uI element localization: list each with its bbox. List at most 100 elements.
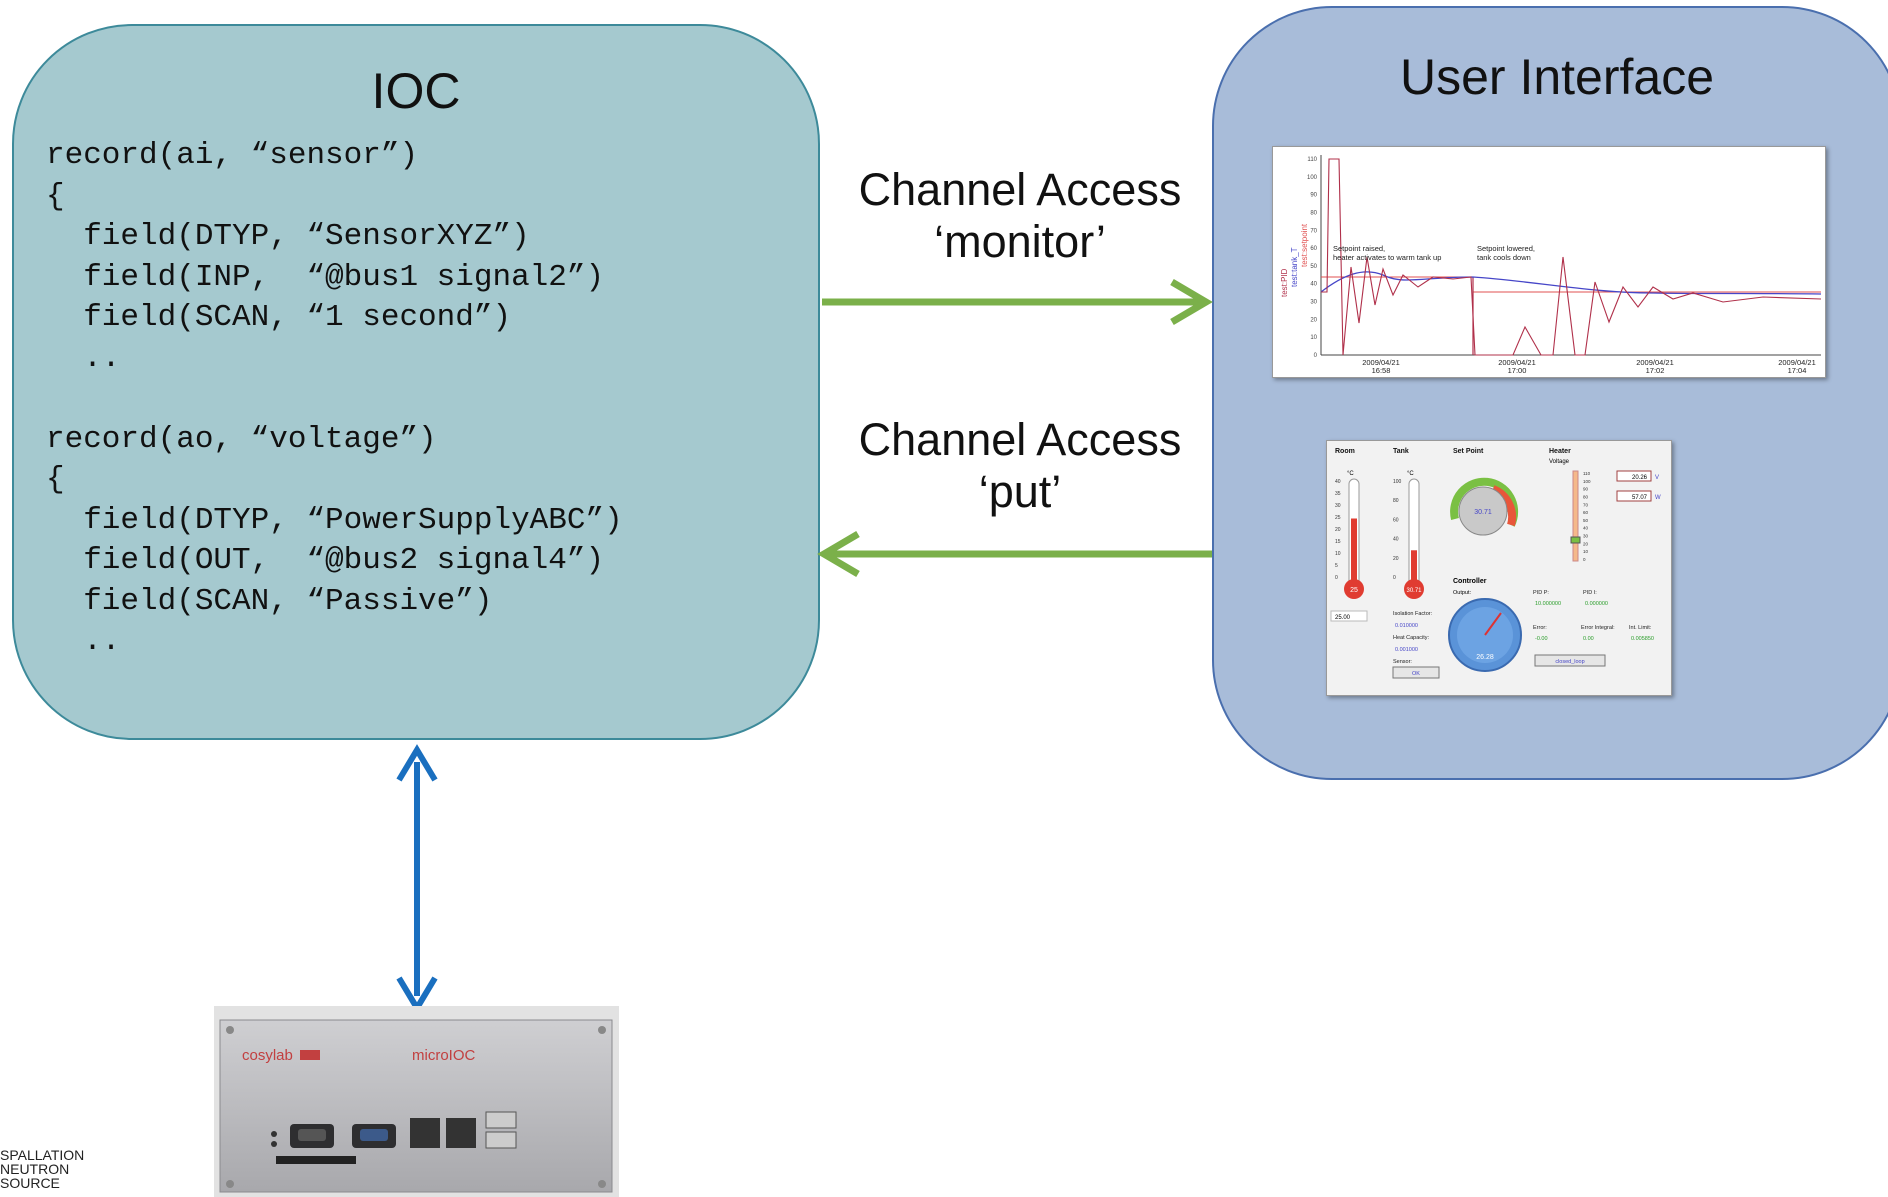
heater-scale-tick: 30: [1583, 534, 1589, 539]
room-scale-tick: 25: [1335, 515, 1341, 521]
closed-loop-label: closed_loop: [1555, 659, 1584, 665]
voltage-value: 20.26: [1632, 475, 1648, 481]
pidp-value: 10.000000: [1535, 601, 1561, 607]
room-value: 25.00: [1335, 615, 1351, 621]
room-scale-tick: 0: [1335, 575, 1338, 581]
annotation-lowered-2: tank cools down: [1477, 253, 1531, 262]
heater-scale-tick: 0: [1583, 557, 1586, 562]
setpoint-header: Set Point: [1453, 448, 1484, 455]
tank-trace: [1320, 271, 1822, 295]
sns-logo: SPALLATION NEUTRON SOURCE: [0, 1148, 84, 1190]
annotation-raised-2: heater activates to warm tank up: [1333, 253, 1441, 262]
x-date-2: 2009/04/21: [1498, 358, 1536, 367]
x-date-1: 2009/04/21: [1362, 358, 1400, 367]
heater-scale-tick: 110: [1583, 471, 1591, 476]
pidi-label: PID I:: [1583, 590, 1597, 596]
sensor-ok-button[interactable]: OK: [1392, 666, 1440, 679]
power-unit: W: [1655, 495, 1661, 501]
room-scale-tick: 20: [1335, 527, 1341, 533]
x-time-2: 17:00: [1508, 366, 1527, 375]
room-scale-tick: 40: [1335, 479, 1341, 485]
room-bulb-value: 25: [1350, 587, 1358, 594]
y-tick-label: 60: [1310, 246, 1317, 252]
output-label: Output:: [1453, 590, 1472, 596]
y-tick-label: 50: [1310, 264, 1317, 270]
heater-scale-tick: 90: [1583, 487, 1589, 492]
axis-label-pid: test:PID: [1280, 268, 1289, 297]
device-ports: [271, 1111, 517, 1164]
hardware-link-arrow: [396, 744, 438, 1014]
heater-scale-tick: 40: [1583, 526, 1589, 531]
x-time-3: 17:02: [1646, 366, 1665, 375]
errint-value: 0.00: [1583, 636, 1594, 642]
room-scale-tick: 15: [1335, 539, 1341, 545]
heater-scale-tick: 70: [1583, 502, 1589, 507]
device-brand: cosylab: [242, 1047, 293, 1064]
sns-logo-line-3: SOURCE: [0, 1175, 60, 1191]
y-tick-label: 0: [1314, 353, 1318, 359]
heatcap-label: Heat Capacity:: [1393, 635, 1430, 641]
y-tick-label: 70: [1310, 228, 1317, 234]
controller-gauge-value: 26.28: [1476, 654, 1494, 661]
tank-scale-tick: 80: [1393, 498, 1399, 504]
ca-monitor-label: Channel Access ‘monitor’: [858, 164, 1182, 267]
ca-put-arrow: [817, 530, 1212, 578]
room-scale-tick: 5: [1335, 563, 1338, 569]
device-model: microIOC: [412, 1047, 476, 1064]
room-scale-tick: 35: [1335, 491, 1341, 497]
setpoint-value: 30.71: [1474, 509, 1492, 516]
closed-loop-button[interactable]: closed_loop: [1534, 654, 1606, 667]
intlimit-value: 0.005850: [1631, 636, 1654, 642]
heater-scale-tick: 60: [1583, 510, 1589, 515]
y-tick-label: 20: [1310, 317, 1317, 323]
isolation-label: Isolation Factor:: [1393, 611, 1433, 617]
controller-output-gauge: 26.28: [1448, 598, 1522, 672]
tank-scale-tick: 60: [1393, 517, 1399, 523]
tank-bulb-value: 30.71: [1406, 588, 1422, 594]
sns-logo-line-1: SPALLATION: [0, 1147, 85, 1163]
pidi-value: 0.000000: [1585, 601, 1608, 607]
user-interface-title: User Interface: [1399, 49, 1714, 105]
setpoint-knob[interactable]: 30.71: [1450, 477, 1519, 536]
tank-scale-tick: 40: [1393, 537, 1399, 543]
ca-monitor-arrow: [822, 278, 1213, 326]
sns-logo-line-2: NEUTRON: [0, 1161, 70, 1177]
voltage-unit: V: [1655, 475, 1659, 481]
control-panel: Room Tank Set Point Heater Voltage °C °C…: [1330, 448, 1661, 679]
tank-unit: °C: [1407, 471, 1414, 477]
controller-label: Controller: [1453, 578, 1487, 585]
heater-scale-tick: 80: [1583, 494, 1589, 499]
tank-scale-tick: 100: [1393, 479, 1402, 485]
heater-scale-tick: 10: [1583, 549, 1589, 554]
control-panel-screenshot: Room Tank Set Point Heater Voltage °C °C…: [1326, 440, 1672, 696]
axis-label-setpoint: test:setpoint: [1300, 223, 1309, 267]
isolation-value: 0.010000: [1395, 623, 1418, 629]
heatcap-value: 0.001000: [1395, 647, 1418, 653]
errint-label: Error Integral:: [1581, 625, 1615, 631]
annotation-raised-1: Setpoint raised,: [1333, 244, 1385, 253]
ioc-record-code: record(ai, “sensor”) { field(DTYP, “Sens…: [46, 138, 623, 659]
ca-put-label: Channel Access ‘put’: [858, 414, 1182, 517]
axis-label-tank: test:tank_T: [1290, 247, 1299, 287]
y-tick-label: 100: [1307, 175, 1318, 181]
error-label: Error:: [1533, 625, 1547, 631]
error-value: -0.00: [1535, 636, 1548, 642]
heater-scale-tick: 100: [1583, 479, 1591, 484]
ioc-title: IOC: [371, 63, 461, 119]
y-tick-label: 90: [1310, 193, 1317, 199]
power-value: 57.07: [1632, 495, 1648, 501]
ioc-panel: [12, 24, 820, 740]
room-unit: °C: [1347, 471, 1354, 477]
x-date-3: 2009/04/21: [1636, 358, 1674, 367]
y-tick-label: 80: [1310, 210, 1317, 216]
heater-scale-tick: 50: [1583, 518, 1589, 523]
room-scale-tick: 30: [1335, 503, 1341, 509]
heater-scale-tick: 20: [1583, 541, 1589, 546]
